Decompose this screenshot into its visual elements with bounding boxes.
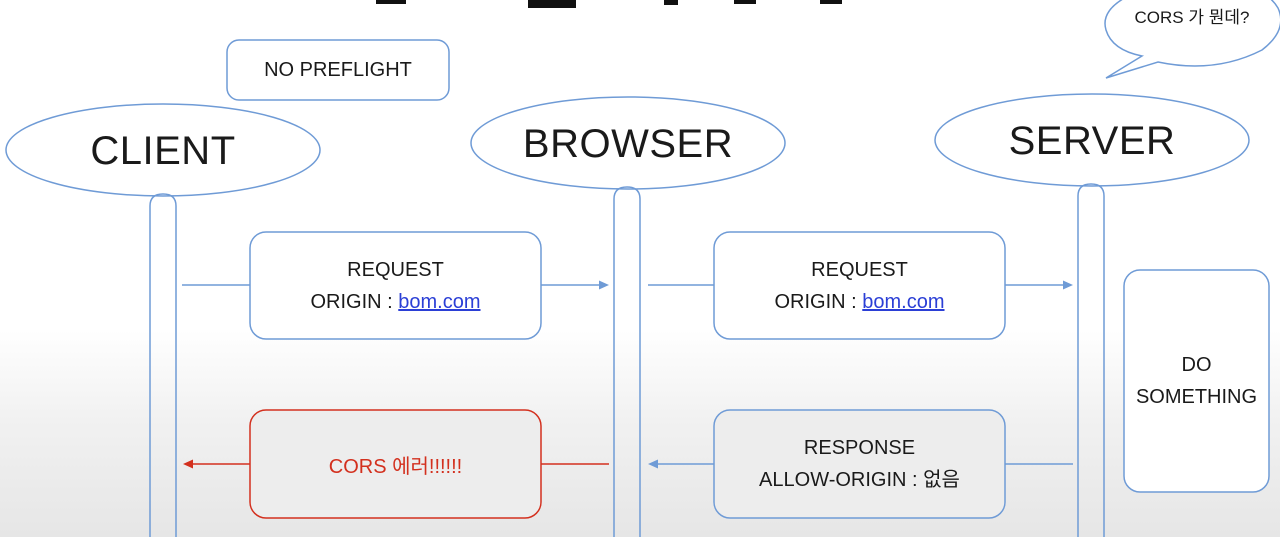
title-fragment (528, 0, 576, 8)
speech-bubble-text: CORS 가 뭔데? (1134, 7, 1250, 27)
client-request-arrowhead (599, 280, 609, 290)
no-preflight-box (226, 39, 450, 101)
browser-request-origin: ORIGIN : bom.com (774, 286, 944, 318)
cors-error-message: CORS 에러!!!!!! (328, 455, 463, 478)
browser-request-origin-label: ORIGIN : (774, 290, 863, 313)
server-action-box (1123, 269, 1270, 493)
no-preflight-label: NO PREFLIGHT (264, 58, 412, 81)
client-request-message: REQUEST ORIGIN : bom.com (250, 232, 541, 339)
server-response-title: RESPONSE (803, 437, 916, 459)
server-ellipse (934, 93, 1250, 187)
browser-request-message: REQUEST ORIGIN : bom.com (714, 232, 1005, 339)
client-lifeline (149, 193, 177, 537)
server-response-arrowhead (648, 459, 658, 469)
server-action-line2: SOMETHING (1135, 386, 1258, 408)
speech-bubble-shape (1104, 0, 1280, 79)
client-request-origin: ORIGIN : bom.com (310, 286, 480, 318)
server-action-message: DO SOMETHING (1124, 270, 1269, 492)
browser-request-title: REQUEST (811, 258, 908, 281)
server-response-allow-origin: ALLOW-ORIGIN : 없음 (759, 469, 960, 491)
browser-error-arrowhead (183, 459, 193, 469)
browser-actor-label: BROWSER (522, 121, 734, 166)
browser-ellipse (470, 96, 786, 190)
browser-request-origin-link[interactable]: bom.com (862, 290, 945, 313)
title-fragment (820, 0, 842, 4)
title-fragment (734, 0, 756, 4)
title-fragment (664, 0, 678, 5)
client-ellipse (5, 103, 321, 197)
client-actor-label: CLIENT (90, 128, 236, 173)
server-response-message: RESPONSE ALLOW-ORIGIN : 없음 (714, 410, 1005, 518)
client-request-origin-link[interactable]: bom.com (398, 290, 481, 313)
client-request-title: REQUEST (347, 258, 444, 281)
title-fragment (376, 0, 406, 4)
browser-lifeline (613, 186, 641, 537)
cut-off-title-fragments (376, 0, 842, 8)
server-actor-label: SERVER (1008, 118, 1176, 163)
browser-request-arrowhead (1063, 280, 1073, 290)
server-lifeline (1077, 183, 1105, 537)
server-action-line1: DO (1181, 354, 1212, 376)
client-request-origin-label: ORIGIN : (310, 290, 399, 313)
